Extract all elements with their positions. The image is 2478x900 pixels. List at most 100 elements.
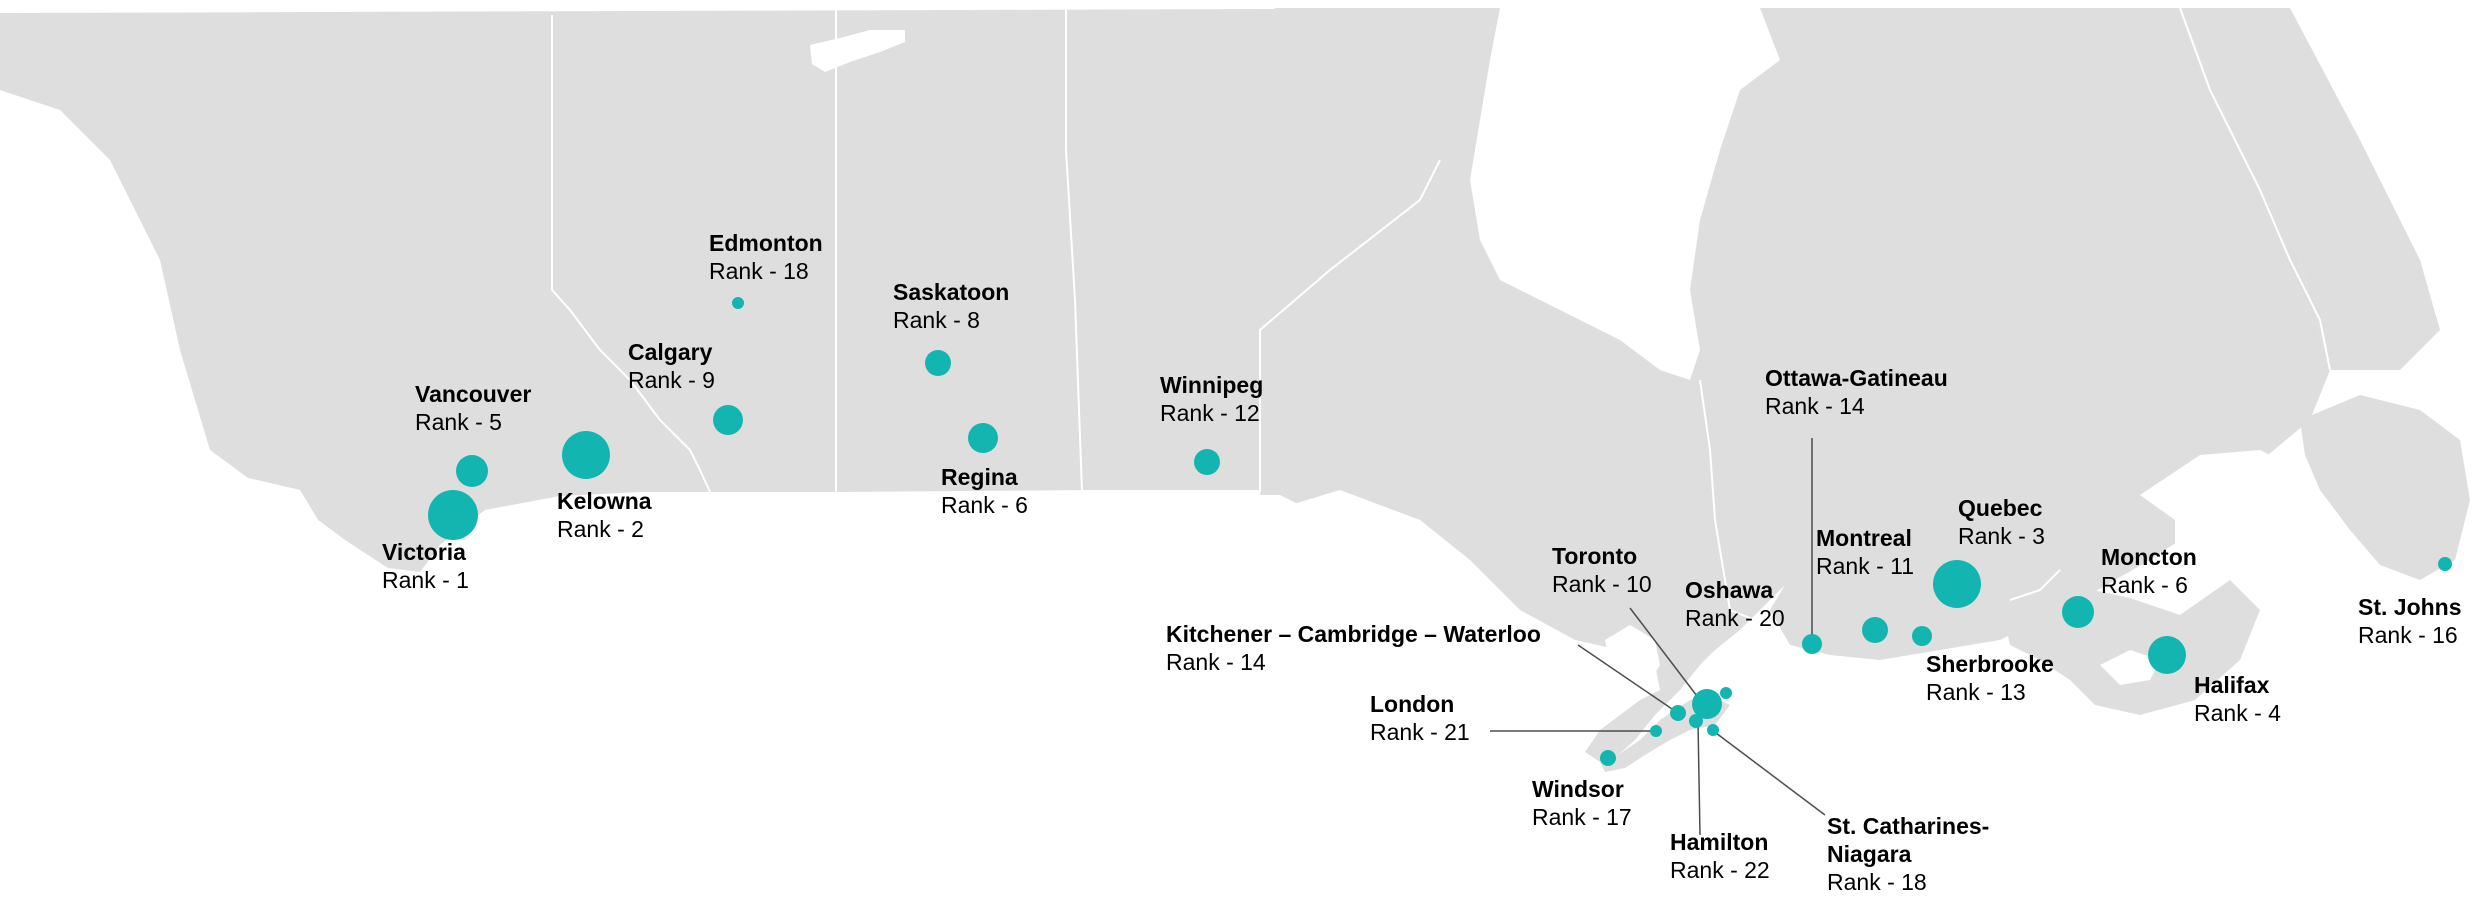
marker-sherbrooke[interactable]: [1912, 626, 1932, 646]
city-name: Hamilton: [1670, 829, 1769, 855]
city-rank: Rank - 10: [1552, 571, 1652, 597]
label-saskatoon: Saskatoon Rank - 8: [893, 278, 1009, 334]
city-rank: Rank - 4: [2194, 700, 2281, 726]
marker-hamilton[interactable]: [1689, 714, 1703, 728]
marker-kelowna[interactable]: [562, 431, 610, 479]
city-name: Regina: [941, 464, 1018, 490]
bay-of-fundy: [2100, 650, 2160, 685]
city-rank: Rank - 14: [1166, 649, 1266, 675]
label-sherbrooke: Sherbrooke Rank - 13: [1926, 650, 2054, 706]
city-rank: Rank - 1: [382, 567, 469, 593]
city-name: Oshawa: [1685, 577, 1774, 603]
label-montreal: Montreal Rank - 11: [1816, 524, 1914, 580]
label-quebec: Quebec Rank - 3: [1958, 494, 2045, 550]
city-name: Ottawa-Gatineau: [1765, 365, 1948, 391]
city-name: Montreal: [1816, 525, 1912, 551]
city-rank: Rank - 6: [941, 492, 1028, 518]
marker-victoria[interactable]: [428, 490, 478, 540]
marker-vancouver[interactable]: [456, 455, 488, 487]
label-toronto: Toronto Rank - 10: [1552, 542, 1652, 598]
lake-huron: [1605, 625, 1660, 700]
label-windsor: Windsor Rank - 17: [1532, 775, 1632, 831]
marker-kitchener[interactable]: [1670, 705, 1686, 721]
marker-regina[interactable]: [968, 423, 998, 453]
city-rank: Rank - 8: [893, 307, 980, 333]
city-rank: Rank - 11: [1816, 553, 1915, 579]
city-name: Edmonton: [709, 230, 823, 256]
gulf-st-lawrence: [2140, 450, 2310, 585]
border-quebec-nb: [2009, 569, 2061, 601]
city-rank: Rank - 5: [415, 409, 502, 435]
marker-oshawa[interactable]: [1720, 687, 1732, 699]
label-stjohns: St. Johns Rank - 16: [2358, 593, 2462, 649]
marker-quebec[interactable]: [1933, 560, 1981, 608]
land-newfoundland: [2300, 395, 2470, 580]
leader-toronto: [1629, 607, 1701, 701]
label-moncton: Moncton Rank - 6: [2101, 543, 2197, 599]
lake-superior: [1290, 490, 1440, 545]
city-name: Calgary: [628, 339, 713, 365]
label-hamilton: Hamilton Rank - 22: [1670, 828, 1770, 884]
marker-calgary[interactable]: [713, 405, 743, 435]
label-kelowna: Kelowna Rank - 2: [557, 487, 652, 543]
leader-kitchener: [1577, 644, 1676, 712]
marker-montreal[interactable]: [1862, 617, 1888, 643]
city-name: Toronto: [1552, 543, 1638, 569]
city-name: Victoria: [382, 539, 466, 565]
land-vancouver-island: [315, 410, 460, 530]
label-victoria: Victoria Rank - 1: [382, 538, 469, 594]
city-name: Halifax: [2194, 672, 2270, 698]
lake-erie: [1625, 735, 1712, 774]
city-name: Quebec: [1958, 495, 2043, 521]
marker-moncton[interactable]: [2062, 596, 2094, 628]
marker-ottawa[interactable]: [1802, 634, 1822, 654]
marker-toronto[interactable]: [1692, 689, 1722, 719]
label-ottawa: Ottawa-Gatineau Rank - 14: [1765, 364, 1948, 420]
leader-stcatharines: [1711, 729, 1826, 816]
city-name: Vancouver: [415, 381, 532, 407]
city-name: St. Johns: [2358, 594, 2462, 620]
leader-lines: [1490, 438, 1826, 836]
city-name: Kelowna: [557, 488, 652, 514]
city-rank: Rank - 16: [2358, 622, 2458, 648]
land-labrador: [2180, 8, 2440, 370]
leader-hamilton: [1697, 721, 1701, 836]
border-saskatchewan-manitoba: [1065, 8, 1083, 493]
city-rank: Rank - 18: [709, 258, 809, 284]
city-rank: Rank - 18: [1827, 869, 1927, 895]
city-name: Saskatoon: [893, 279, 1010, 305]
label-edmonton: Edmonton Rank - 18: [709, 229, 823, 285]
city-rank: Rank - 3: [1958, 523, 2045, 549]
city-rank: Rank - 22: [1670, 857, 1770, 883]
label-stcatharines: St. Catharines- Niagara Rank - 18: [1827, 812, 1989, 896]
city-rank: Rank - 20: [1685, 605, 1785, 631]
city-name: Moncton: [2101, 544, 2197, 570]
marker-saskatoon[interactable]: [925, 350, 951, 376]
city-rank: Rank - 9: [628, 367, 715, 393]
city-rank: Rank - 2: [557, 516, 644, 542]
marker-edmonton[interactable]: [732, 297, 744, 309]
marker-winnipeg[interactable]: [1194, 449, 1220, 475]
marker-halifax[interactable]: [2148, 636, 2186, 674]
marker-stjohns[interactable]: [2438, 557, 2452, 571]
label-london: London Rank - 21: [1370, 690, 1470, 746]
label-kitchener: Kitchener – Cambridge – Waterloo Rank - …: [1166, 620, 1541, 676]
border-ontario-quebec: [1699, 379, 1781, 631]
label-vancouver: Vancouver Rank - 5: [415, 380, 531, 436]
city-rank: Rank - 12: [1160, 400, 1260, 426]
city-rank: Rank - 13: [1926, 679, 2026, 705]
marker-stcatharines[interactable]: [1707, 724, 1719, 736]
city-markers: [428, 297, 2452, 766]
label-calgary: Calgary Rank - 9: [628, 338, 715, 394]
label-regina: Regina Rank - 6: [941, 463, 1028, 519]
provincial-borders: [0, 7, 2331, 631]
city-rank: Rank - 6: [2101, 572, 2188, 598]
city-name: Winnipeg: [1160, 372, 1264, 398]
city-rank: Rank - 17: [1532, 804, 1632, 830]
marker-london[interactable]: [1650, 725, 1662, 737]
city-name: St. Catharines- Niagara: [1827, 813, 1990, 867]
marker-windsor[interactable]: [1600, 750, 1616, 766]
label-halifax: Halifax Rank - 4: [2194, 671, 2281, 727]
hudson-bay: [1470, 8, 1780, 380]
